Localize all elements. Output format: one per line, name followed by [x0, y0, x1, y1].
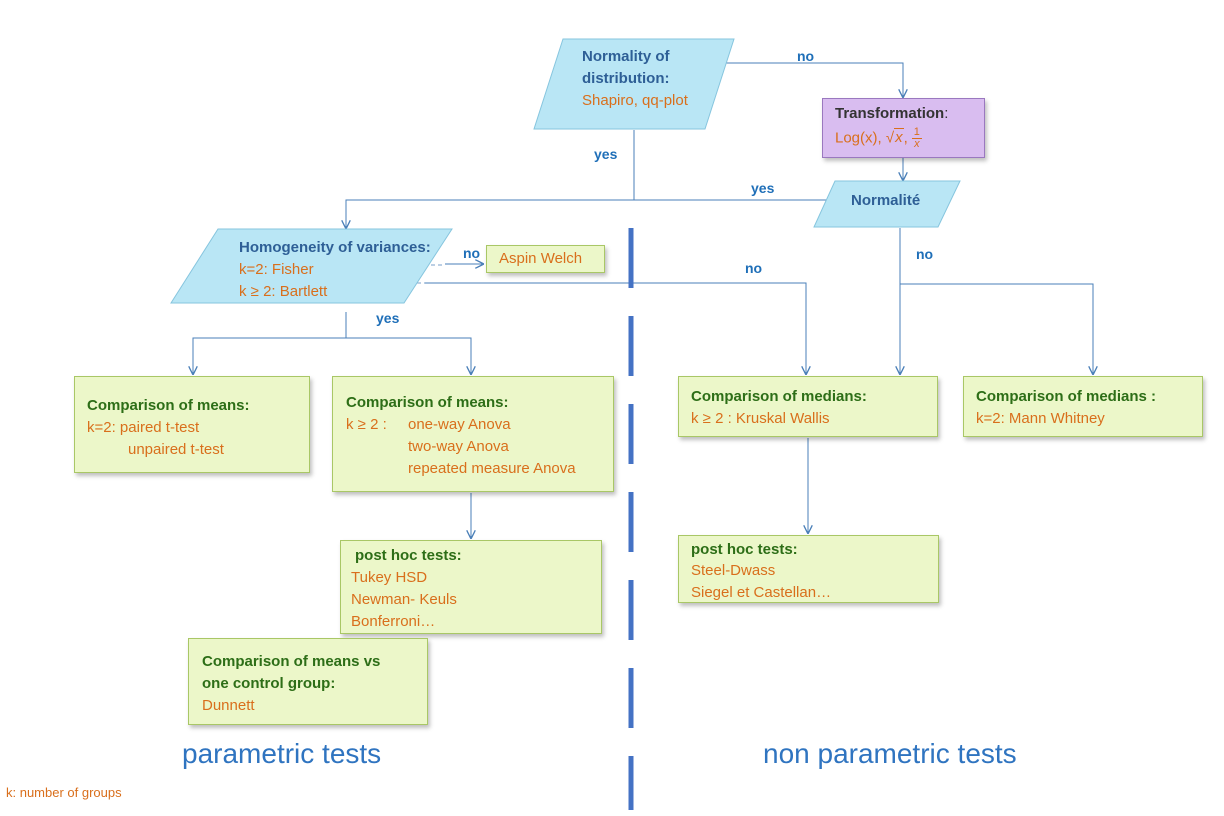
- edge-label-center-no: no: [745, 260, 763, 276]
- edge-normalite-no-right: [900, 283, 1093, 374]
- means-kge2-line-3: repeated measure Anova: [408, 460, 576, 477]
- normality-title-1: Normality of: [582, 48, 670, 65]
- posthoc-param-title: post hoc tests:: [355, 547, 462, 564]
- edge-normality-no: [718, 62, 903, 97]
- normalite-node: Normalité: [813, 180, 961, 228]
- posthoc-param-line-2: Newman- Keuls: [351, 591, 457, 608]
- section-nonparametric: non parametric tests: [763, 738, 1017, 769]
- normality-node: Normality of distribution: Shapiro, qq-p…: [533, 38, 735, 130]
- means-k2-line-2: unpaired t-test: [128, 441, 224, 458]
- transformation-title: Transformation: [835, 105, 945, 122]
- medians-k2-line-1: k=2: Mann Whitney: [976, 410, 1105, 427]
- means-kge2-prefix: k ≥ 2 :: [346, 416, 387, 433]
- edge-label-homogeneity-yes: yes: [376, 310, 400, 326]
- means-kge2-line-1: one-way Anova: [408, 416, 511, 433]
- posthoc-nonparam-title: post hoc tests:: [691, 541, 798, 558]
- means-kge2-node: Comparison of means: k ≥ 2 : one-way Ano…: [332, 376, 614, 492]
- edge-label-normality-no: no: [797, 48, 815, 64]
- normality-methods: Shapiro, qq-plot: [582, 92, 688, 109]
- normality-title-2: distribution:: [582, 70, 670, 87]
- aspin-welch-label: Aspin Welch: [499, 250, 583, 267]
- homogeneity-title: Homogeneity of variances:: [239, 239, 431, 256]
- posthoc-param-node: post hoc tests: Tukey HSD Newman- Keuls …: [340, 540, 602, 634]
- control-group-title-2: one control group:: [202, 675, 336, 692]
- edge-normality-yes: [346, 130, 635, 228]
- medians-kge2-title: Comparison of medians:: [691, 388, 867, 405]
- edge-yes-left: [193, 337, 346, 374]
- means-k2-node: Comparison of means: k=2: paired t-test …: [74, 376, 310, 473]
- edge-label-normality-yes: yes: [594, 146, 618, 162]
- means-kge2-title: Comparison of means:: [346, 394, 509, 411]
- edge-label-normalite-no: no: [916, 246, 934, 262]
- homogeneity-line-2: k ≥ 2: Bartlett: [239, 283, 328, 300]
- normalite-title: Normalité: [851, 192, 921, 209]
- edge-yes-right: [346, 337, 471, 374]
- edge-homogeneity-no-medians: [425, 282, 806, 374]
- edge-label-homogeneity-no: no: [463, 245, 481, 261]
- homogeneity-line-1: k=2: Fisher: [239, 261, 314, 278]
- aspin-welch-node: Aspin Welch: [486, 245, 605, 273]
- footnote: k: number of groups: [6, 785, 122, 800]
- medians-k2-title: Comparison of medians :: [976, 388, 1157, 405]
- homogeneity-node: Homogeneity of variances: k=2: Fisher k …: [170, 228, 453, 304]
- means-kge2-line-2: two-way Anova: [408, 438, 509, 455]
- posthoc-nonparam-node: post hoc tests: Steel-Dwass Siegel et Ca…: [678, 535, 939, 603]
- section-parametric: parametric tests: [182, 738, 382, 769]
- posthoc-nonparam-line-2: Siegel et Castellan…: [691, 584, 832, 601]
- control-group-node: Comparison of means vs one control group…: [188, 638, 428, 725]
- control-group-line-1: Dunnett: [202, 697, 255, 714]
- medians-kge2-node: Comparison of medians: k ≥ 2 : Kruskal W…: [678, 376, 938, 437]
- means-k2-title: Comparison of means:: [87, 397, 250, 414]
- control-group-title-1: Comparison of means vs: [202, 653, 381, 670]
- means-k2-line-1: k=2: paired t-test: [87, 419, 200, 436]
- posthoc-nonparam-line-1: Steel-Dwass: [691, 562, 776, 579]
- posthoc-param-line-3: Bonferroni…: [351, 613, 436, 630]
- medians-k2-node: Comparison of medians : k=2: Mann Whitne…: [963, 376, 1203, 437]
- medians-kge2-line-1: k ≥ 2 : Kruskal Wallis: [691, 410, 830, 427]
- edge-label-normalite-yes: yes: [751, 180, 775, 196]
- posthoc-param-line-1: Tukey HSD: [351, 569, 428, 586]
